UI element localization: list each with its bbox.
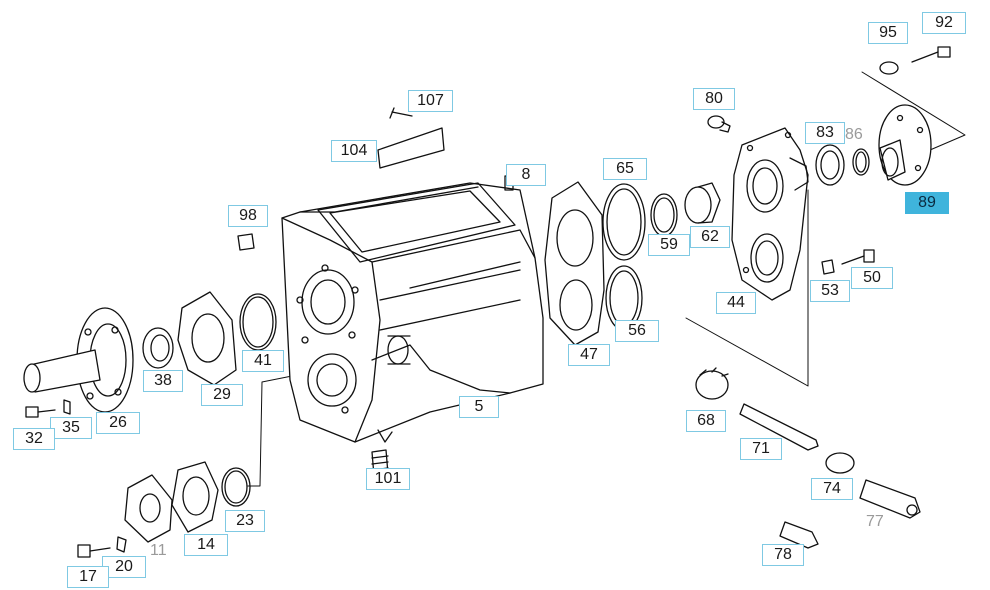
- callout-44[interactable]: 44: [716, 292, 756, 314]
- leader-lines: [247, 71, 966, 487]
- cover-plate-icon: [77, 461, 251, 558]
- callout-107[interactable]: 107: [408, 90, 453, 112]
- callout-83[interactable]: 83: [805, 122, 845, 144]
- callout-95[interactable]: 95: [868, 22, 908, 44]
- callout-62[interactable]: 62: [690, 226, 730, 248]
- seal-ring-icon: [142, 327, 174, 369]
- callout-71[interactable]: 71: [740, 438, 782, 460]
- callout-8[interactable]: 8: [506, 164, 546, 186]
- callout-32[interactable]: 32: [13, 428, 55, 450]
- callout-92[interactable]: 92: [922, 12, 966, 34]
- callout-41[interactable]: 41: [242, 350, 284, 372]
- shaft-parts-icon: [695, 367, 921, 549]
- callout-56[interactable]: 56: [615, 320, 659, 342]
- callout-5[interactable]: 5: [459, 396, 499, 418]
- callout-17[interactable]: 17: [67, 566, 109, 588]
- callout-80[interactable]: 80: [693, 88, 735, 110]
- bearing-icon: [684, 115, 731, 224]
- callout-11[interactable]: 11: [150, 542, 167, 559]
- callout-47[interactable]: 47: [568, 344, 610, 366]
- housing-icon: [281, 182, 544, 443]
- gasket-47-icon: [544, 181, 605, 346]
- callout-65[interactable]: 65: [603, 158, 647, 180]
- callout-29[interactable]: 29: [201, 384, 243, 406]
- callout-50[interactable]: 50: [851, 267, 893, 289]
- callout-104[interactable]: 104: [331, 140, 377, 162]
- callout-14[interactable]: 14: [184, 534, 228, 556]
- callout-78[interactable]: 78: [762, 544, 804, 566]
- bolt-icon: [25, 399, 71, 418]
- gasket-icon: [177, 291, 237, 386]
- callout-35[interactable]: 35: [50, 417, 92, 439]
- callout-38[interactable]: 38: [143, 370, 183, 392]
- ring-icon: [602, 183, 678, 331]
- callout-23[interactable]: 23: [225, 510, 265, 532]
- callout-53[interactable]: 53: [810, 280, 850, 302]
- callout-101[interactable]: 101: [366, 468, 410, 490]
- callout-59[interactable]: 59: [648, 234, 690, 256]
- output-flange-icon: [23, 307, 134, 413]
- callout-98[interactable]: 98: [228, 205, 268, 227]
- rear-flange-icon: [815, 46, 951, 275]
- rear-cover-icon: [731, 127, 809, 301]
- callout-86[interactable]: 86: [845, 126, 863, 143]
- callout-68[interactable]: 68: [686, 410, 726, 432]
- callout-89[interactable]: 89: [905, 192, 949, 214]
- callout-74[interactable]: 74: [811, 478, 853, 500]
- o-ring-icon: [239, 293, 277, 351]
- callout-77[interactable]: 77: [866, 513, 884, 530]
- callout-26[interactable]: 26: [96, 412, 140, 434]
